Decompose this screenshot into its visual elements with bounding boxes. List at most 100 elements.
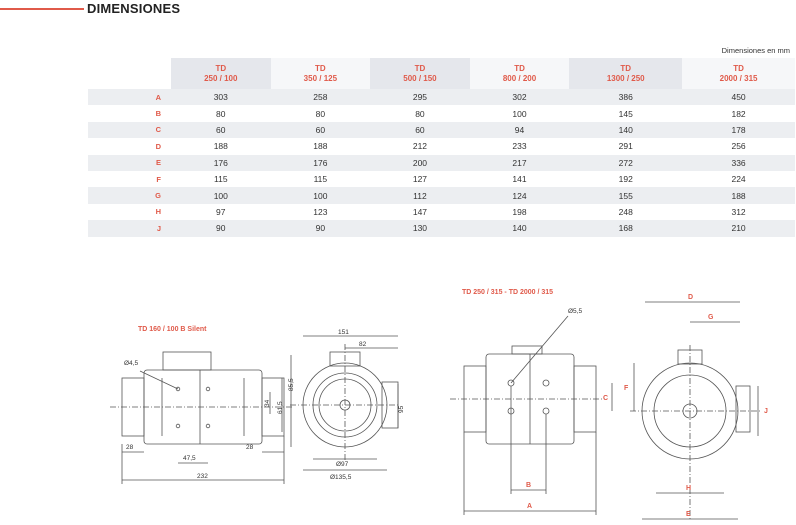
table-cell: 90	[270, 220, 371, 237]
row-label: H	[88, 203, 171, 221]
table-cell: 124	[469, 187, 570, 204]
left-dim-85: 85,5	[288, 378, 295, 391]
table-cell: 97	[171, 203, 271, 221]
table-cell: 192	[569, 170, 683, 188]
right-dim-b: B	[526, 482, 531, 489]
table-cell: 224	[682, 170, 795, 188]
right-dim-d: D	[688, 294, 693, 301]
left-dim-28a: 28	[126, 444, 134, 451]
left-dim-135: Ø135,5	[330, 474, 352, 481]
table-cell: 386	[569, 89, 683, 106]
left-dim-95: 95	[398, 405, 405, 413]
table-cell: 188	[171, 138, 271, 155]
table-cell: 145	[569, 105, 683, 122]
table-cell: 233	[469, 138, 570, 155]
table-cell: 80	[270, 105, 371, 122]
row-label: C	[88, 121, 171, 139]
table-cell: 217	[469, 154, 570, 171]
table-cell: 140	[469, 220, 570, 237]
table-cell: 182	[682, 105, 795, 122]
right-dim-e: E	[686, 511, 691, 518]
row-label: A	[88, 89, 171, 106]
table-cell: 188	[682, 187, 795, 204]
table-cell: 123	[270, 203, 371, 221]
table-cell: 141	[469, 170, 570, 188]
table-cell: 248	[569, 203, 683, 221]
table-cell: 272	[569, 154, 683, 171]
right-front-view	[630, 301, 760, 520]
left-dim-34: 34	[264, 399, 271, 407]
right-drawing-caption: TD 250 / 315 - TD 2000 / 315	[462, 289, 554, 296]
table-cell: 336	[682, 154, 795, 171]
left-front-view	[269, 335, 400, 471]
page-title: DIMENSIONES	[87, 1, 181, 16]
row-label: B	[88, 105, 171, 122]
table-cell: 168	[569, 220, 683, 237]
table-cell: 112	[370, 187, 470, 204]
table-cell: 130	[370, 220, 470, 237]
table-cell: 198	[469, 203, 570, 221]
table-cell: 94	[469, 121, 570, 139]
row-label: E	[88, 154, 171, 171]
table-cell: 258	[270, 89, 371, 106]
table-cell: 450	[682, 89, 795, 106]
left-dim-47: 47,5	[183, 455, 196, 462]
units-note: Dimensiones en mm	[721, 46, 790, 55]
table-cell: 100	[270, 187, 371, 204]
right-dim-a: A	[527, 503, 532, 510]
row-label: F	[88, 170, 171, 188]
left-drawing-caption: TD 160 / 100 B Silent	[138, 326, 207, 333]
left-dim-97: Ø97	[336, 461, 349, 468]
right-dim-h: H	[686, 485, 691, 492]
table-cell: 176	[270, 154, 371, 171]
table-cell: 312	[682, 203, 795, 221]
right-hole-label: Ø5,5	[568, 308, 582, 315]
row-label: J	[88, 220, 171, 237]
right-dim-c: C	[603, 395, 608, 402]
right-side-view	[450, 315, 613, 515]
table-cell: 188	[270, 138, 371, 155]
right-dim-g: G	[708, 314, 714, 321]
table-cell: 291	[569, 138, 683, 155]
left-hole-label: Ø4,5	[124, 360, 138, 367]
table-cell: 212	[370, 138, 470, 155]
table-cell: 210	[682, 220, 795, 237]
title-rule	[0, 8, 84, 10]
table-cell: 80	[171, 105, 271, 122]
table-cell: 200	[370, 154, 470, 171]
table-cell: 90	[171, 220, 271, 237]
table-cell: 60	[171, 121, 271, 139]
table-cell: 115	[270, 170, 371, 188]
left-dim-232: 232	[197, 473, 208, 480]
table-cell: 302	[469, 89, 570, 106]
left-dim-151: 151	[338, 329, 349, 336]
left-dim-28b: 28	[246, 444, 254, 451]
table-cell: 147	[370, 203, 470, 221]
left-dim-82: 82	[359, 341, 367, 348]
table-cell: 178	[682, 121, 795, 139]
table-cell: 176	[171, 154, 271, 171]
table-cell: 60	[370, 121, 470, 139]
table-cell: 140	[569, 121, 683, 139]
row-label: D	[88, 138, 171, 155]
table-cell: 100	[469, 105, 570, 122]
table-cell: 127	[370, 170, 470, 188]
row-label: G	[88, 187, 171, 204]
table-cell: 80	[370, 105, 470, 122]
